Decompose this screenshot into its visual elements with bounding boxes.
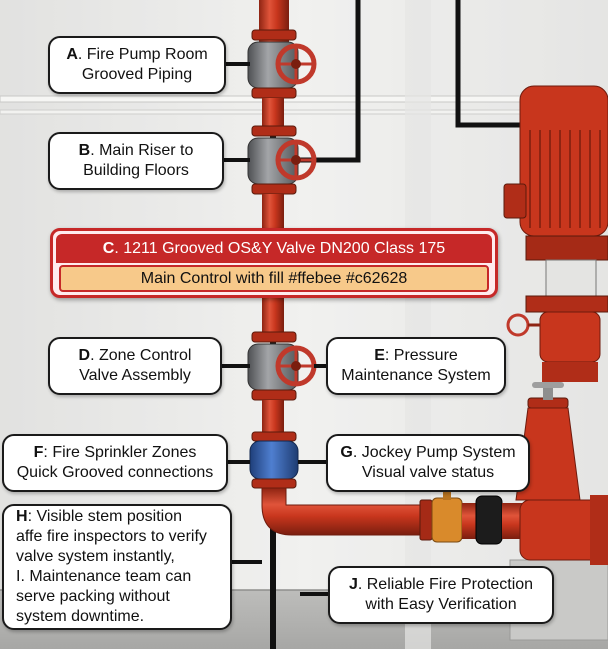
callout-h-letter: H xyxy=(16,508,28,525)
callout-h: H: Visible stem position affe fire inspe… xyxy=(2,504,232,630)
callout-j: J. Reliable Fire Protection with Easy Ve… xyxy=(328,566,554,624)
callout-j-line1: . Reliable Fire Protection xyxy=(357,576,534,593)
callout-f-line1: : Fire Sprinkler Zones xyxy=(43,444,197,461)
callout-j-line2: with Easy Verification xyxy=(365,596,517,613)
callout-c-letter: C xyxy=(102,239,115,257)
callout-b-line2: Building Floors xyxy=(83,162,189,179)
callout-h-line6: system downtime. xyxy=(16,608,145,625)
callout-f-line2: Quick Grooved connections xyxy=(16,464,214,481)
callout-c-line2: Main Control with fill #ffebee #c62628 xyxy=(59,265,489,292)
callout-g: G. Jockey Pump System Visual valve statu… xyxy=(326,434,530,492)
callout-h-line3: valve system instantly, xyxy=(16,548,175,565)
rubber-flex-coupling xyxy=(475,495,503,545)
callout-b: B. Main Riser to Building Floors xyxy=(48,132,224,190)
callout-b-letter: B xyxy=(78,142,91,159)
callout-d-line2: Valve Assembly xyxy=(79,367,191,384)
callout-j-letter: J xyxy=(348,576,358,593)
callout-e-letter: E xyxy=(374,347,385,364)
callout-g-letter: G xyxy=(340,444,353,461)
callout-f: F: Fire Sprinkler Zones Quick Grooved co… xyxy=(2,434,228,492)
gate-valve xyxy=(515,382,608,565)
callout-h-line5: serve packing without xyxy=(16,588,170,605)
callout-h-line2: affe fire inspectors to verify xyxy=(16,528,207,545)
callout-g-line2: Visual valve status xyxy=(361,464,495,481)
callout-e: E: Pressure Maintenance System xyxy=(326,337,506,395)
callout-c: C. 1211 Grooved OS&Y Valve DN200 Class 1… xyxy=(50,228,498,298)
callout-h-line4: I. Maintenance team can xyxy=(16,568,192,585)
pump-signal-line xyxy=(455,0,520,128)
callout-g-line1: . Jockey Pump System xyxy=(352,444,516,461)
valve-d xyxy=(247,331,317,401)
callout-d-letter: D xyxy=(78,347,91,364)
callout-a-line1: . Fire Pump Room xyxy=(77,46,208,63)
callout-f-letter: F xyxy=(33,444,44,461)
leader-line-b-riser xyxy=(300,0,361,163)
callout-d: D. Zone Control Valve Assembly xyxy=(48,337,222,395)
valve-b xyxy=(247,125,317,195)
callout-e-line2: Maintenance System xyxy=(341,367,491,384)
callout-c-header: C. 1211 Grooved OS&Y Valve DN200 Class 1… xyxy=(56,234,492,263)
callout-d-line1: . Zone Control xyxy=(90,347,192,364)
vertical-fire-pump xyxy=(503,85,608,382)
callout-h-line1: : Visible stem position xyxy=(27,508,183,525)
callout-a: A. Fire Pump Room Grooved Piping xyxy=(48,36,226,94)
blue-grooved-coupling xyxy=(249,431,299,489)
horizontal-supply-pipe xyxy=(261,487,441,536)
callout-b-line1: . Main Riser to xyxy=(90,142,194,159)
callout-a-line2: Grooved Piping xyxy=(81,66,193,83)
callout-e-line1: : Pressure xyxy=(384,347,458,364)
callout-a-letter: A xyxy=(66,46,78,63)
callout-c-line1: . 1211 Grooved OS&Y Valve DN200 Class 17… xyxy=(114,239,446,257)
leader-lines xyxy=(222,62,328,596)
